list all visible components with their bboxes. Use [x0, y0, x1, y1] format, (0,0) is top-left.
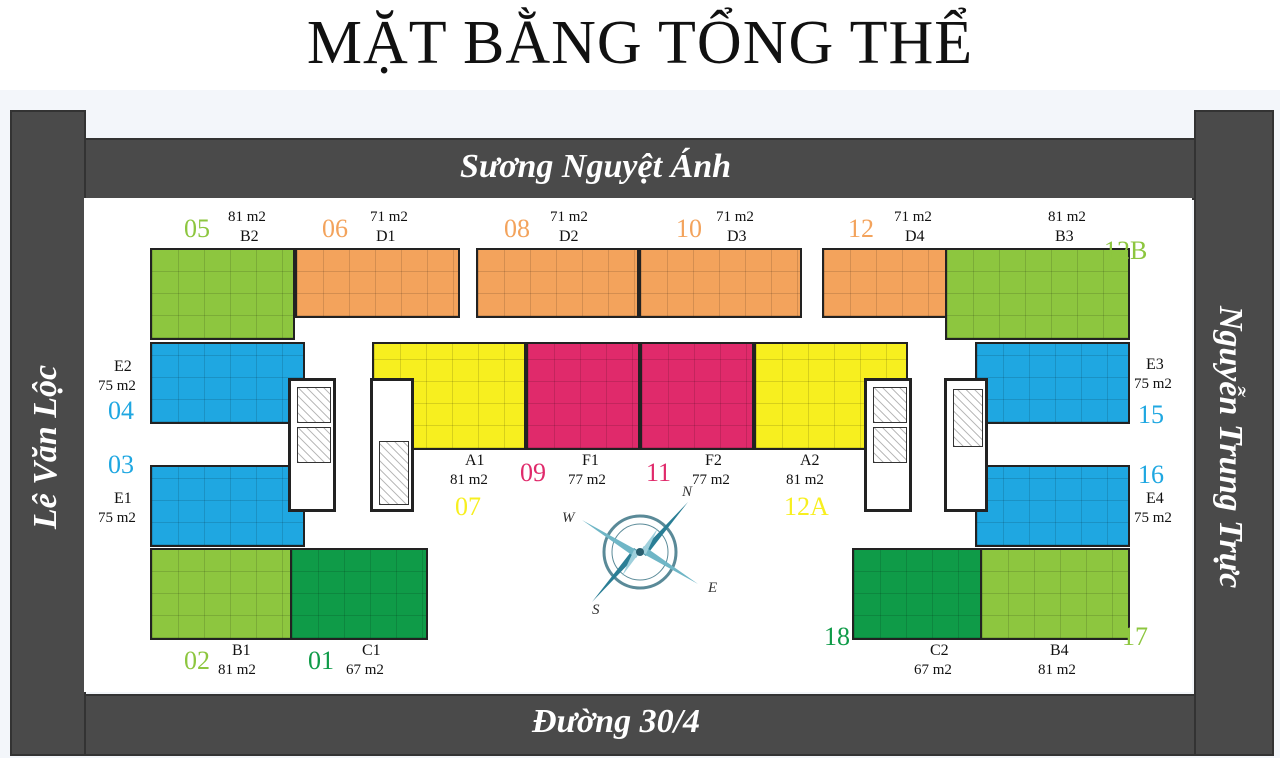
unit-area: 81 m2 [228, 209, 266, 225]
unit-12b-b3 [945, 248, 1130, 340]
unit-area: 75 m2 [1134, 376, 1172, 392]
unit-code: C2 [930, 642, 949, 659]
road-label-right: Nguyễn Trung Trực [1212, 305, 1249, 589]
unit-number: 16 [1138, 460, 1164, 489]
unit-area: 81 m2 [1038, 662, 1076, 678]
compass-west: W [562, 510, 575, 526]
unit-area: 67 m2 [346, 662, 384, 678]
core-right-stair [944, 378, 988, 512]
unit-number: 05 [184, 214, 210, 243]
unit-03-e1 [150, 465, 305, 547]
unit-number: 11 [646, 458, 672, 487]
unit-code: E4 [1146, 490, 1164, 507]
unit-code: B1 [232, 642, 251, 659]
unit-code: D1 [376, 228, 396, 245]
compass-east: E [708, 580, 718, 596]
unit-area: 77 m2 [568, 472, 606, 488]
road-label-bottom: Đường 30/4 [532, 703, 701, 740]
unit-area: 71 m2 [550, 209, 588, 225]
compass-south: S [592, 602, 600, 618]
unit-area: 67 m2 [914, 662, 952, 678]
unit-area: 75 m2 [98, 510, 136, 526]
unit-number: 06 [322, 214, 348, 243]
unit-code: A1 [465, 452, 485, 469]
unit-code: E1 [114, 490, 132, 507]
road-left [10, 110, 86, 756]
unit-code: D3 [727, 228, 747, 245]
unit-code: F2 [705, 452, 722, 469]
road-bottom [10, 694, 1274, 756]
core-left-stair [370, 378, 414, 512]
unit-01-c1 [290, 548, 428, 640]
unit-number: 12A [784, 492, 829, 521]
road-top [10, 138, 1274, 200]
unit-area: 71 m2 [894, 209, 932, 225]
unit-area: 81 m2 [786, 472, 824, 488]
unit-number: 18 [824, 622, 850, 651]
compass-rose-icon [582, 502, 698, 602]
unit-code: B2 [240, 228, 259, 245]
page-title: MẶT BẰNG TỔNG THỂ [306, 9, 974, 77]
unit-number: 04 [108, 396, 134, 425]
unit-11-f2 [640, 342, 754, 450]
unit-code: B3 [1055, 228, 1074, 245]
unit-area: 75 m2 [98, 378, 136, 394]
unit-area: 81 m2 [450, 472, 488, 488]
compass-north: N [682, 484, 693, 500]
unit-number: 17 [1122, 622, 1148, 651]
unit-09-f1 [526, 342, 640, 450]
unit-number: 01 [308, 646, 334, 675]
unit-area: 71 m2 [716, 209, 754, 225]
unit-code: E3 [1146, 356, 1164, 373]
road-right [1194, 110, 1274, 756]
unit-04-e2 [150, 342, 305, 424]
road-label-left: Lê Văn Lộc [27, 364, 64, 530]
unit-number: 03 [108, 450, 134, 479]
unit-code: A2 [800, 452, 820, 469]
unit-code: C1 [362, 642, 381, 659]
unit-10-d3 [639, 248, 802, 318]
unit-18-c2 [852, 548, 990, 640]
unit-number: 12B [1104, 236, 1148, 265]
unit-number: 07 [455, 492, 481, 521]
road-label-top: Sương Nguyệt Ánh [460, 148, 732, 185]
unit-05-b2 [150, 248, 295, 340]
unit-code: D4 [905, 228, 925, 245]
unit-number: 08 [504, 214, 530, 243]
unit-number: 10 [676, 214, 702, 243]
unit-area: 75 m2 [1134, 510, 1172, 526]
unit-area: 81 m2 [218, 662, 256, 678]
core-left-elevator [288, 378, 336, 512]
compass-rose: N W E S [548, 484, 728, 618]
unit-code: D2 [559, 228, 579, 245]
unit-area: 81 m2 [1048, 209, 1086, 225]
unit-number: 15 [1138, 400, 1164, 429]
unit-06-d1 [295, 248, 460, 318]
unit-02-b1 [150, 548, 300, 640]
core-right-elevator [864, 378, 912, 512]
unit-code: B4 [1050, 642, 1069, 659]
unit-area: 77 m2 [692, 472, 730, 488]
unit-number: 12 [848, 214, 874, 243]
unit-code: E2 [114, 358, 132, 375]
unit-08-d2 [476, 248, 639, 318]
unit-16-e4 [975, 465, 1130, 547]
unit-15-e3 [975, 342, 1130, 424]
unit-number: 02 [184, 646, 210, 675]
unit-number: 09 [520, 458, 546, 487]
unit-area: 71 m2 [370, 209, 408, 225]
unit-17-b4 [980, 548, 1130, 640]
unit-code: F1 [582, 452, 599, 469]
